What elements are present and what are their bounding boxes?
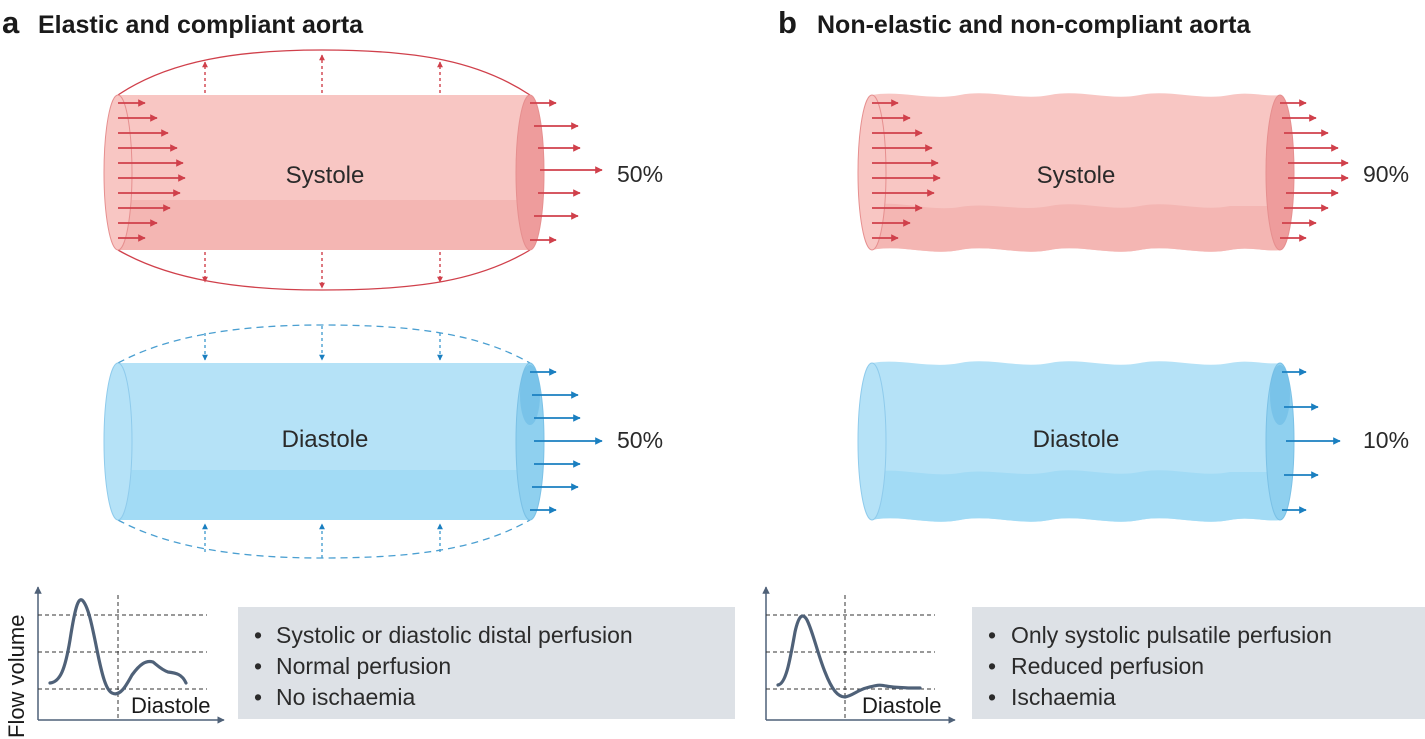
panel-b-bullet-dot: • [988,684,996,710]
panel-a-bullet-3: No ischaemia [276,684,416,710]
panel-b-bullet-3: Ischaemia [1011,684,1116,710]
panel-a-x-axis-label: Diastole [131,693,210,718]
panel-a-diastole-label: Diastole [282,426,369,453]
panel-b-title: Non-elastic and non-compliant aorta [817,11,1251,39]
panel-b-info-box: • Only systolic pulsatile perfusion • Re… [972,607,1425,719]
panel-b-bullet-dot: • [988,622,996,648]
panel-a: a Elastic and compliant aorta [2,5,735,738]
panel-b-x-axis-label: Diastole [862,693,941,718]
panel-b-systole-pct: 90% [1363,161,1409,187]
panel-b-bullet-2: Reduced perfusion [1011,653,1204,679]
panel-a-title: Elastic and compliant aorta [38,11,364,39]
panel-b-diastole-label: Diastole [1033,426,1120,453]
panel-b-diastole-tube: Diastole [857,361,1341,522]
panel-a-bullet-dot: • [254,684,262,710]
panel-a-systole-tube: Systole [103,49,603,291]
panel-b: b Non-elastic and non-compliant aorta [762,5,1425,724]
panel-a-flow-graph: Flow volume Diastole [4,586,225,738]
panel-a-info-box: • Systolic or diastolic distal perfusion… [238,607,735,719]
panel-b-bullet-dot: • [988,653,996,679]
panel-a-diastole-tube: Diastole [103,324,603,559]
panel-a-bullet-dot: • [254,653,262,679]
panel-b-bullet-1: Only systolic pulsatile perfusion [1011,622,1332,648]
panel-b-letter: b [778,5,797,40]
panel-b-systole-tube: Systole [857,93,1349,252]
panel-b-diastole-pct: 10% [1363,427,1409,453]
panel-a-bullet-1: Systolic or diastolic distal perfusion [276,622,633,648]
panel-b-flow-graph: Diastole [762,586,956,724]
panel-a-diastole-pct: 50% [617,427,663,453]
panel-a-y-axis-label: Flow volume [4,615,29,738]
panel-a-bullet-2: Normal perfusion [276,653,451,679]
panel-b-systole-label: Systole [1037,162,1116,189]
panel-a-systole-label: Systole [286,162,365,189]
panel-a-systole-pct: 50% [617,161,663,187]
panel-a-bullet-dot: • [254,622,262,648]
panel-a-letter: a [2,5,20,40]
